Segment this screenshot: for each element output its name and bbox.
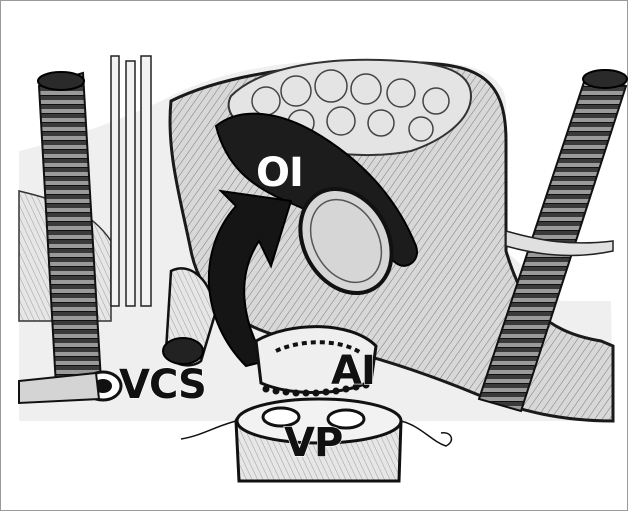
left-vessel-lines [111, 56, 151, 306]
label-vp: VP [284, 420, 342, 466]
label-oi: OI [256, 150, 303, 196]
label-ai: AI [331, 348, 375, 394]
label-vcs: VCS [119, 362, 206, 408]
